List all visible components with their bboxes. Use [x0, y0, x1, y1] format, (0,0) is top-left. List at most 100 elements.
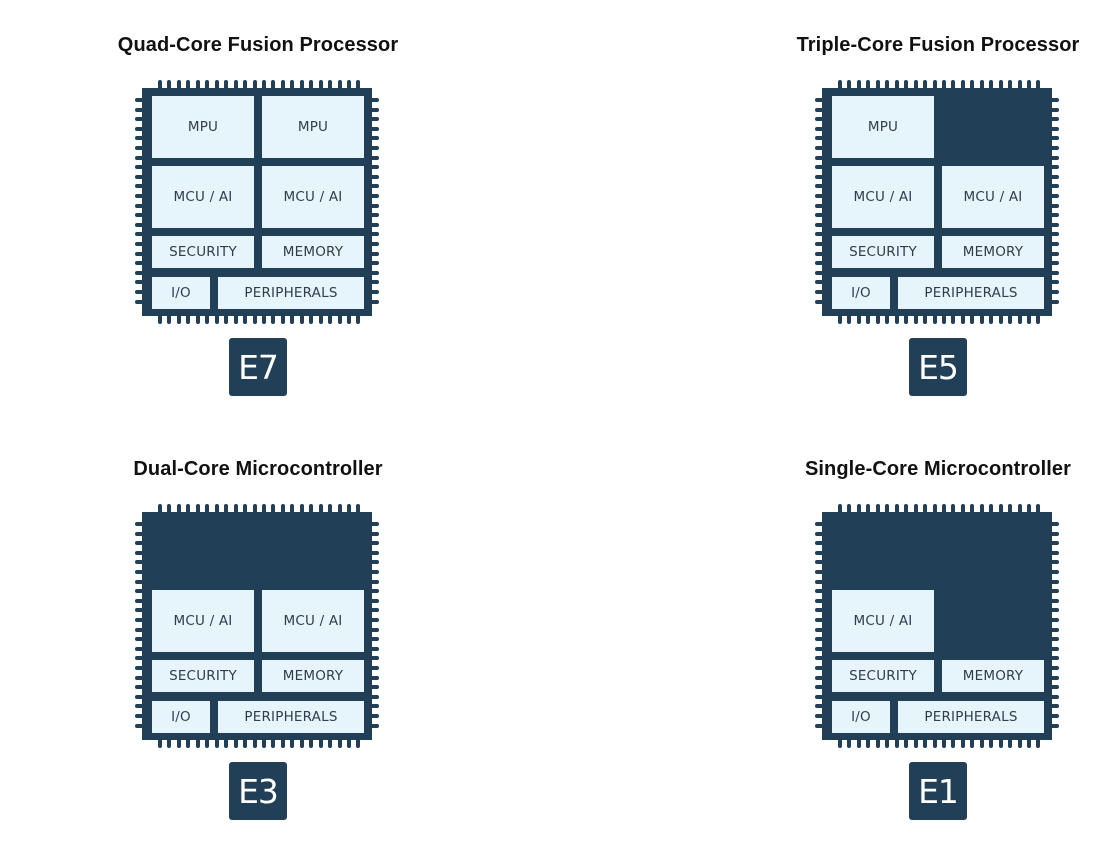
pin-right	[371, 300, 379, 304]
pin-left	[135, 223, 143, 227]
model-badge: E1	[909, 762, 967, 820]
pin-left	[815, 589, 823, 593]
block-io: I/O	[152, 701, 210, 733]
pin-bottom	[328, 740, 332, 748]
pin-bottom	[186, 316, 190, 324]
pin-bottom	[933, 316, 937, 324]
pin-left	[135, 599, 143, 603]
pin-left	[815, 695, 823, 699]
pin-bottom	[1036, 316, 1040, 324]
pin-top	[167, 504, 171, 512]
model-badge: E5	[909, 338, 967, 396]
pin-left	[815, 156, 823, 160]
pin-left	[135, 165, 143, 169]
block-label: MPU	[187, 119, 219, 135]
pin-right	[371, 146, 379, 150]
pin-bottom	[961, 316, 965, 324]
pin-top	[933, 504, 937, 512]
pin-top	[290, 80, 294, 88]
pin-right	[1051, 98, 1059, 102]
block-memory: MEMORY	[942, 660, 1044, 692]
pin-right	[1051, 117, 1059, 121]
pin-right	[371, 580, 379, 584]
block-io: I/O	[152, 277, 210, 309]
block-label: MCU / AI	[283, 189, 343, 205]
pin-right	[1051, 608, 1059, 612]
pin-right	[371, 522, 379, 526]
pin-bottom	[271, 316, 275, 324]
pin-top	[980, 504, 984, 512]
block-security: SECURITY	[832, 236, 934, 268]
block-label: MEMORY	[282, 244, 344, 260]
pin-right	[371, 628, 379, 632]
pin-top	[309, 504, 313, 512]
pin-top	[234, 80, 238, 88]
pin-left	[815, 522, 823, 526]
pin-left	[135, 522, 143, 526]
block-label: SECURITY	[169, 668, 237, 684]
pin-top	[951, 80, 955, 88]
pin-top	[989, 504, 993, 512]
block-mcu-left: MCU / AI	[152, 590, 254, 652]
pin-bottom	[885, 740, 889, 748]
pin-right	[1051, 695, 1059, 699]
pin-right	[1051, 589, 1059, 593]
block-mcu-right: MCU / AI	[942, 166, 1044, 228]
pin-top	[904, 80, 908, 88]
pin-top	[951, 504, 955, 512]
pin-top	[319, 80, 323, 88]
pin-left	[815, 560, 823, 564]
pin-left	[815, 551, 823, 555]
pin-top	[942, 80, 946, 88]
model-badge: E3	[229, 762, 287, 820]
pin-left	[815, 184, 823, 188]
pin-right	[371, 232, 379, 236]
pin-right	[371, 589, 379, 593]
pin-right	[1051, 560, 1059, 564]
pin-left	[815, 599, 823, 603]
pin-right	[371, 570, 379, 574]
pin-right	[371, 156, 379, 160]
pin-left	[135, 204, 143, 208]
pin-left	[815, 666, 823, 670]
pin-right	[1051, 724, 1059, 728]
pin-right	[1051, 127, 1059, 131]
pin-top	[999, 504, 1003, 512]
pin-top	[196, 80, 200, 88]
pin-bottom	[356, 740, 360, 748]
pin-left	[135, 714, 143, 718]
block-label: MCU / AI	[853, 189, 913, 205]
pin-left	[135, 724, 143, 728]
block-mcu-right: MCU / AI	[262, 590, 364, 652]
block-security: SECURITY	[152, 236, 254, 268]
pin-top	[838, 504, 842, 512]
block-mcu-left: MCU / AI	[832, 590, 934, 652]
pin-right	[371, 560, 379, 564]
pin-left	[135, 175, 143, 179]
pin-right	[371, 242, 379, 246]
pin-bottom	[942, 316, 946, 324]
pin-top	[980, 80, 984, 88]
pin-bottom	[1018, 316, 1022, 324]
pin-right	[371, 695, 379, 699]
pin-top	[1027, 504, 1031, 512]
pin-top	[914, 504, 918, 512]
pin-top	[262, 504, 266, 512]
block-label: MCU / AI	[283, 613, 343, 629]
pin-top	[857, 504, 861, 512]
pin-top	[215, 504, 219, 512]
pin-top	[271, 504, 275, 512]
pin-top	[942, 504, 946, 512]
pin-left	[135, 156, 143, 160]
pin-top	[923, 80, 927, 88]
pin-right	[371, 127, 379, 131]
chip-title: Triple-Core Fusion Processor	[796, 34, 1080, 56]
pin-left	[135, 685, 143, 689]
block-memory: MEMORY	[942, 236, 1044, 268]
block-label: PERIPHERALS	[244, 285, 338, 301]
pin-bottom	[1018, 740, 1022, 748]
block-security: SECURITY	[832, 660, 934, 692]
pin-bottom	[980, 316, 984, 324]
pin-left	[815, 647, 823, 651]
